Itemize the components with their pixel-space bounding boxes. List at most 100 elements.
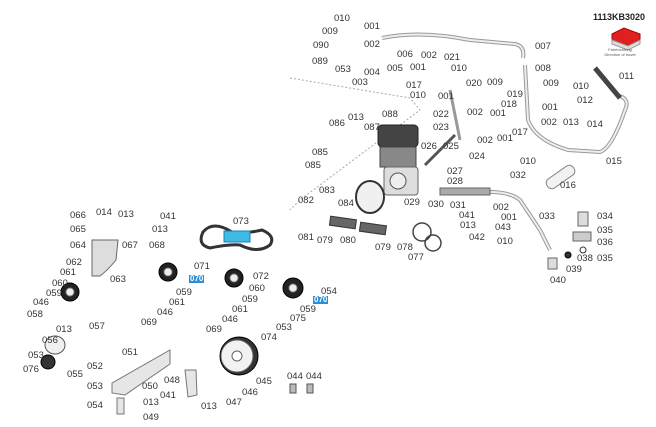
part-label: 074 bbox=[261, 332, 277, 343]
part-label: 053 bbox=[28, 350, 44, 361]
part-label: 001 bbox=[410, 62, 426, 73]
fitting-036 bbox=[572, 231, 592, 242]
part-label: 033 bbox=[539, 211, 555, 222]
tensioner-055 bbox=[40, 335, 66, 370]
fitting-040 bbox=[547, 257, 558, 270]
part-label: 001 bbox=[497, 133, 513, 144]
part-label: 013 bbox=[56, 324, 72, 335]
part-label: 009 bbox=[322, 26, 338, 37]
part-label: 029 bbox=[404, 197, 420, 208]
part-label: 058 bbox=[27, 309, 43, 320]
part-label: 082 bbox=[298, 195, 314, 206]
hose-011 bbox=[593, 66, 622, 100]
direction-caption: Fahrtrichtung Direction of travel bbox=[600, 47, 640, 58]
direction-caption-de: Fahrtrichtung bbox=[608, 47, 632, 52]
part-label: 001 bbox=[364, 21, 380, 32]
part-label: 031 bbox=[450, 200, 466, 211]
part-label: 007 bbox=[535, 41, 551, 52]
part-label: 001 bbox=[501, 212, 517, 223]
hose-080 bbox=[328, 215, 357, 230]
compressor-088 bbox=[377, 124, 419, 196]
part-label: 027 bbox=[447, 166, 463, 177]
part-label: 085 bbox=[312, 147, 328, 158]
part-label: 002 bbox=[477, 135, 493, 146]
part-label: 022 bbox=[433, 109, 449, 120]
part-label: 041 bbox=[160, 390, 176, 401]
pulley-084 bbox=[355, 180, 385, 214]
part-label: 001 bbox=[490, 108, 506, 119]
part-label: 046 bbox=[33, 297, 49, 308]
part-label: 079 bbox=[317, 235, 333, 246]
part-label: 016 bbox=[560, 180, 576, 191]
part-label: 059 bbox=[176, 287, 192, 298]
part-label: 040 bbox=[550, 275, 566, 286]
part-label: 077 bbox=[408, 252, 424, 263]
part-label: 046 bbox=[157, 307, 173, 318]
part-label: 075 bbox=[290, 313, 306, 324]
part-label: 086 bbox=[329, 118, 345, 129]
part-label: 072 bbox=[253, 271, 269, 282]
part-label: 050 bbox=[142, 381, 158, 392]
part-label: 028 bbox=[447, 176, 463, 187]
bracket-048 bbox=[184, 369, 198, 398]
part-label: 047 bbox=[226, 397, 242, 408]
part-label: 010 bbox=[410, 90, 426, 101]
part-label: 010 bbox=[497, 236, 513, 247]
part-label: 039 bbox=[566, 264, 582, 275]
part-label: 046 bbox=[242, 387, 258, 398]
part-label: 005 bbox=[387, 63, 403, 74]
highlighted-part-label[interactable]: 070 bbox=[313, 295, 329, 304]
part-label: 053 bbox=[276, 322, 292, 333]
part-label: 002 bbox=[541, 117, 557, 128]
part-label: 084 bbox=[338, 198, 354, 209]
direction-caption-en: Direction of travel bbox=[604, 51, 636, 57]
part-label: 013 bbox=[143, 397, 159, 408]
part-label: 021 bbox=[444, 52, 460, 63]
part-label: 046 bbox=[222, 314, 238, 325]
part-label: 014 bbox=[96, 207, 112, 218]
part-label: 024 bbox=[469, 151, 485, 162]
part-label: 088 bbox=[382, 109, 398, 120]
highlighted-part-label[interactable]: 070 bbox=[189, 274, 205, 283]
part-label: 067 bbox=[122, 240, 138, 251]
part-label: 057 bbox=[89, 321, 105, 332]
part-label: 013 bbox=[118, 209, 134, 220]
part-label: 034 bbox=[597, 211, 613, 222]
part-label: 066 bbox=[70, 210, 86, 221]
part-label: 069 bbox=[206, 324, 222, 335]
part-label: 043 bbox=[495, 222, 511, 233]
part-label: 036 bbox=[597, 237, 613, 248]
part-label: 010 bbox=[451, 63, 467, 74]
part-label: 069 bbox=[141, 317, 157, 328]
hose-031 bbox=[439, 187, 491, 196]
part-label: 059 bbox=[242, 294, 258, 305]
part-label: 013 bbox=[563, 117, 579, 128]
part-label: 017 bbox=[406, 80, 422, 91]
part-label: 010 bbox=[334, 13, 350, 24]
part-label: 054 bbox=[321, 286, 337, 297]
part-label: 001 bbox=[438, 91, 454, 102]
part-label: 006 bbox=[397, 49, 413, 60]
part-label: 030 bbox=[428, 199, 444, 210]
part-label: 001 bbox=[542, 102, 558, 113]
part-label: 089 bbox=[312, 56, 328, 67]
fitting-034 bbox=[577, 211, 589, 227]
part-label: 042 bbox=[469, 232, 485, 243]
part-label: 071 bbox=[194, 261, 210, 272]
part-label: 018 bbox=[501, 99, 517, 110]
pipe-015 bbox=[523, 64, 629, 155]
part-label: 068 bbox=[149, 240, 165, 251]
part-label: 048 bbox=[164, 375, 180, 386]
pipe-016 bbox=[545, 164, 576, 190]
part-label: 059 bbox=[46, 288, 62, 299]
drawing-code: 1113KB3020 bbox=[593, 12, 646, 22]
part-label: 002 bbox=[467, 107, 483, 118]
part-label: 061 bbox=[232, 304, 248, 315]
part-label: 085 bbox=[305, 160, 321, 171]
part-label: 003 bbox=[352, 77, 368, 88]
part-label: 004 bbox=[364, 67, 380, 78]
group-outline bbox=[289, 77, 421, 211]
part-label: 083 bbox=[319, 185, 335, 196]
part-label: 009 bbox=[543, 78, 559, 89]
part-label: 041 bbox=[459, 210, 475, 221]
